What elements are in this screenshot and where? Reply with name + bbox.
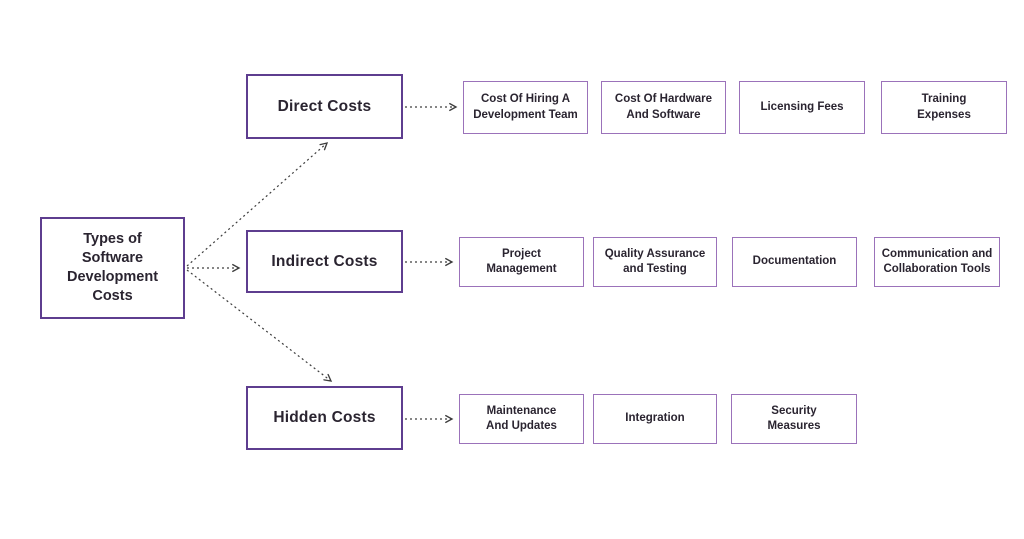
- leaf-node-cost-of-hardware: Cost Of Hardware And Software: [601, 81, 726, 134]
- leaf-node-security-measures: Security Measures: [731, 394, 857, 444]
- branch-node-indirect-costs: Indirect Costs: [246, 230, 403, 293]
- root-node: Types of Software Development Costs: [40, 217, 185, 319]
- leaf-node-project-management: Project Management: [459, 237, 584, 287]
- leaf-node-documentation: Documentation: [732, 237, 857, 287]
- leaf-node-quality-assurance: Quality Assurance and Testing: [593, 237, 717, 287]
- branch-node-hidden-costs: Hidden Costs: [246, 386, 403, 450]
- branch-node-direct-costs: Direct Costs: [246, 74, 403, 139]
- connector-root-to-hidden: [186, 269, 333, 382]
- leaf-node-cost-of-hiring: Cost Of Hiring A Development Team: [463, 81, 588, 134]
- leaf-node-communication-tools: Communication and Collaboration Tools: [874, 237, 1000, 287]
- leaf-node-training-expenses: Training Expenses: [881, 81, 1007, 134]
- leaf-node-integration: Integration: [593, 394, 717, 444]
- connector-root-to-direct: [186, 142, 329, 267]
- leaf-node-licensing-fees: Licensing Fees: [739, 81, 865, 134]
- leaf-node-maintenance-updates: Maintenance And Updates: [459, 394, 584, 444]
